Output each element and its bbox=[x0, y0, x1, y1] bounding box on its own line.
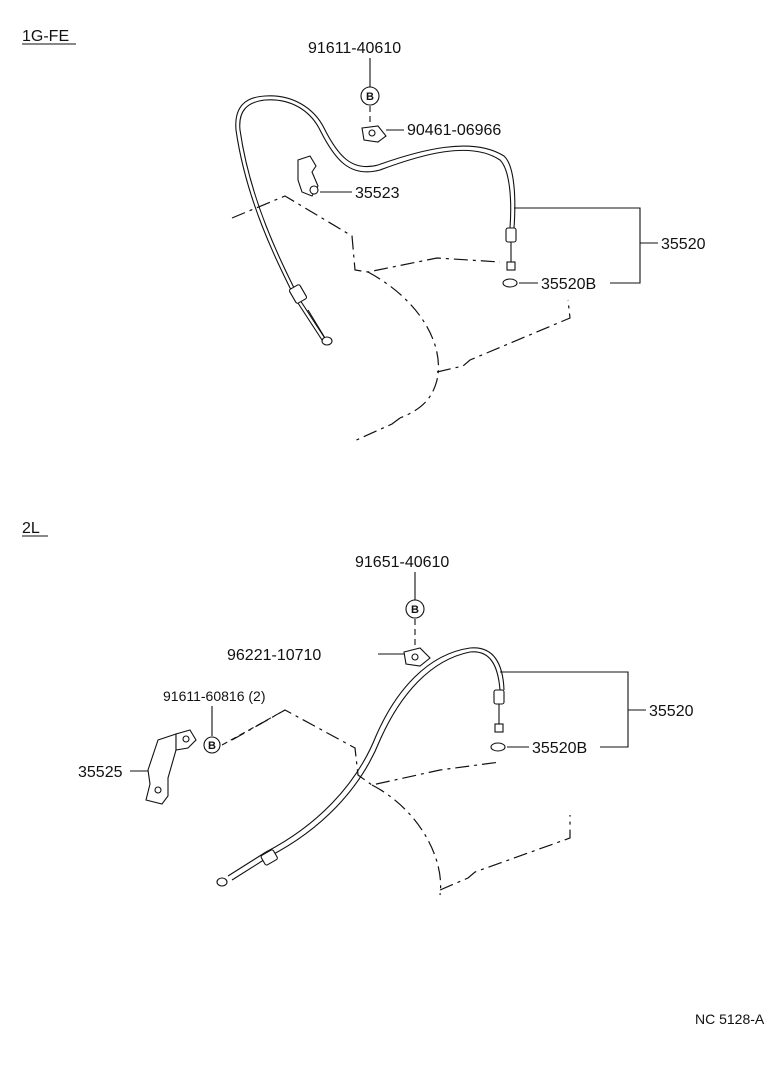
bolt-circle-bottom bbox=[405, 599, 425, 619]
label-clip-bottom: 35520B bbox=[532, 740, 587, 757]
bracket-part-bottom bbox=[145, 729, 197, 805]
reference-code: NC 5128-A bbox=[695, 1011, 765, 1027]
section-header-1g-fe: 1G-FE bbox=[22, 28, 69, 45]
transmission-outline-bottom bbox=[231, 709, 571, 896]
label-nut-top: 90461-06966 bbox=[407, 122, 501, 139]
label-bolt-top: 91611-40610 bbox=[308, 40, 401, 57]
clip-part-bottom bbox=[490, 742, 506, 752]
bolt-circle-top bbox=[360, 86, 380, 106]
section-header-2l: 2L bbox=[22, 520, 40, 537]
label-bracket-bolt-bottom: 91611-60816 (2) bbox=[163, 688, 265, 704]
bracket-group-top bbox=[514, 207, 641, 284]
bracket-group-bottom bbox=[500, 671, 629, 748]
bolt-mark-top: B bbox=[366, 91, 374, 103]
label-clip-top: 35520B bbox=[541, 276, 596, 293]
bracket-bolt-mark: B bbox=[208, 740, 216, 752]
section-2l: 2L 91651-40610 B 96221-10710 91611-60816… bbox=[22, 520, 694, 896]
bracket-bolt-circle bbox=[203, 736, 221, 754]
transmission-outline-top bbox=[231, 195, 571, 443]
clip-part-top bbox=[502, 278, 518, 288]
cable-part-bottom bbox=[216, 647, 505, 887]
clamp-part-top bbox=[297, 155, 319, 197]
label-clamp-top: 35523 bbox=[355, 185, 400, 202]
label-cable-top: 35520 bbox=[661, 236, 706, 253]
cable-part-top bbox=[235, 95, 517, 346]
nut-part-top bbox=[361, 125, 387, 143]
label-bracket-bottom: 35525 bbox=[78, 764, 123, 781]
nut-part-bottom bbox=[403, 647, 431, 667]
bracket-bolt-axis bbox=[221, 709, 286, 746]
label-bolt-bottom: 91651-40610 bbox=[355, 554, 449, 571]
bolt-mark-bottom: B bbox=[411, 604, 419, 616]
section-1g-fe: 1G-FE 91611-40610 B 90461-06966 35523 bbox=[22, 28, 706, 443]
label-nut-bottom: 96221-10710 bbox=[227, 647, 321, 664]
label-cable-bottom: 35520 bbox=[649, 703, 694, 720]
